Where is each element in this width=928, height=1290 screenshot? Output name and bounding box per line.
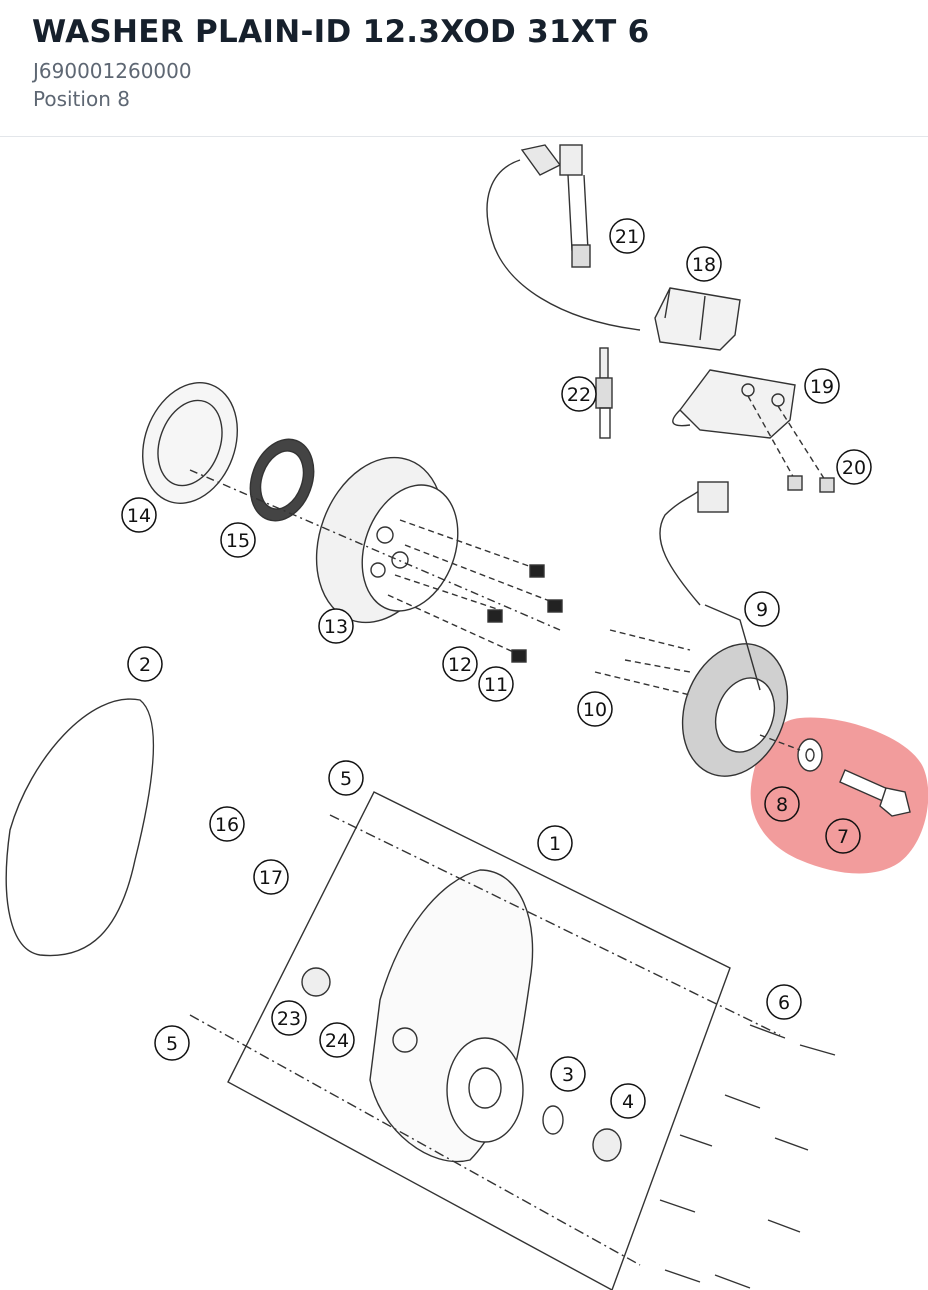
callout-8[interactable]: 8 bbox=[764, 786, 800, 822]
svg-text:9: 9 bbox=[756, 599, 768, 621]
callout-20[interactable]: 20 bbox=[836, 449, 872, 485]
svg-text:21: 21 bbox=[615, 226, 639, 248]
svg-text:15: 15 bbox=[226, 530, 250, 552]
callout-16[interactable]: 16 bbox=[209, 806, 245, 842]
svg-text:14: 14 bbox=[127, 505, 151, 527]
callout-9[interactable]: 9 bbox=[744, 591, 780, 627]
callout-13[interactable]: 13 bbox=[318, 608, 354, 644]
cover-bolts bbox=[659, 1024, 836, 1289]
callout-24[interactable]: 24 bbox=[319, 1022, 355, 1058]
washer-and-bolt bbox=[759, 734, 911, 817]
svg-text:10: 10 bbox=[583, 699, 607, 721]
ignition-cable-assembly bbox=[486, 144, 641, 331]
part-number: J690001260000 bbox=[33, 59, 192, 83]
callout-14[interactable]: 14 bbox=[121, 497, 157, 533]
callout-3[interactable]: 3 bbox=[550, 1056, 586, 1092]
svg-text:2: 2 bbox=[139, 654, 151, 676]
callout-19[interactable]: 19 bbox=[804, 368, 840, 404]
callout-6[interactable]: 6 bbox=[766, 984, 802, 1020]
svg-text:13: 13 bbox=[324, 616, 348, 638]
callout-15[interactable]: 15 bbox=[220, 522, 256, 558]
callout-17[interactable]: 17 bbox=[253, 859, 289, 895]
svg-text:20: 20 bbox=[842, 457, 866, 479]
cover-gasket bbox=[5, 698, 155, 957]
callout-21[interactable]: 21 bbox=[609, 218, 645, 254]
ignition-cover bbox=[189, 791, 781, 1290]
svg-text:11: 11 bbox=[484, 674, 508, 696]
svg-text:17: 17 bbox=[259, 867, 283, 889]
spark-plug bbox=[595, 347, 613, 439]
svg-text:6: 6 bbox=[778, 992, 790, 1014]
svg-text:16: 16 bbox=[215, 814, 239, 836]
svg-text:19: 19 bbox=[810, 376, 834, 398]
selected-part-highlight bbox=[750, 717, 928, 874]
callout-4[interactable]: 4 bbox=[610, 1083, 646, 1119]
exploded-parts-diagram: 1 2 3 4 5 5 6 7 8 9 10 11 12 13 14 15 16… bbox=[5, 144, 928, 1290]
callout-7[interactable]: 7 bbox=[825, 818, 861, 854]
callout-2[interactable]: 2 bbox=[127, 646, 163, 682]
svg-text:7: 7 bbox=[837, 826, 849, 848]
flywheel-cover bbox=[141, 382, 239, 504]
svg-text:23: 23 bbox=[277, 1008, 301, 1030]
callout-22[interactable]: 22 bbox=[561, 376, 597, 412]
svg-text:18: 18 bbox=[692, 254, 716, 276]
svg-text:5: 5 bbox=[340, 768, 352, 790]
part-title: WASHER PLAIN-ID 12.3XOD 31XT 6 bbox=[32, 14, 650, 50]
part-header: WASHER PLAIN-ID 12.3XOD 31XT 6 J69000126… bbox=[0, 0, 928, 137]
callout-1[interactable]: 1 bbox=[537, 825, 573, 861]
svg-text:12: 12 bbox=[448, 654, 472, 676]
svg-text:4: 4 bbox=[622, 1091, 634, 1113]
callout-12[interactable]: 12 bbox=[442, 646, 478, 682]
callout-5-lower[interactable]: 5 bbox=[154, 1025, 190, 1061]
svg-text:22: 22 bbox=[567, 384, 591, 406]
flywheel bbox=[189, 456, 563, 663]
callout-18[interactable]: 18 bbox=[686, 246, 722, 282]
callout-5-upper[interactable]: 5 bbox=[328, 760, 364, 796]
callout-10[interactable]: 10 bbox=[577, 691, 613, 727]
callout-23[interactable]: 23 bbox=[271, 1000, 307, 1036]
svg-text:8: 8 bbox=[776, 794, 788, 816]
freewheel bbox=[249, 438, 315, 522]
stator bbox=[594, 481, 789, 777]
coil-bracket bbox=[672, 369, 835, 493]
ignition-coil bbox=[654, 287, 741, 351]
svg-text:24: 24 bbox=[325, 1030, 349, 1052]
svg-text:5: 5 bbox=[166, 1033, 178, 1055]
svg-text:1: 1 bbox=[549, 833, 561, 855]
svg-text:3: 3 bbox=[562, 1064, 574, 1086]
part-position: Position 8 bbox=[33, 87, 130, 111]
callout-11[interactable]: 11 bbox=[478, 666, 514, 702]
